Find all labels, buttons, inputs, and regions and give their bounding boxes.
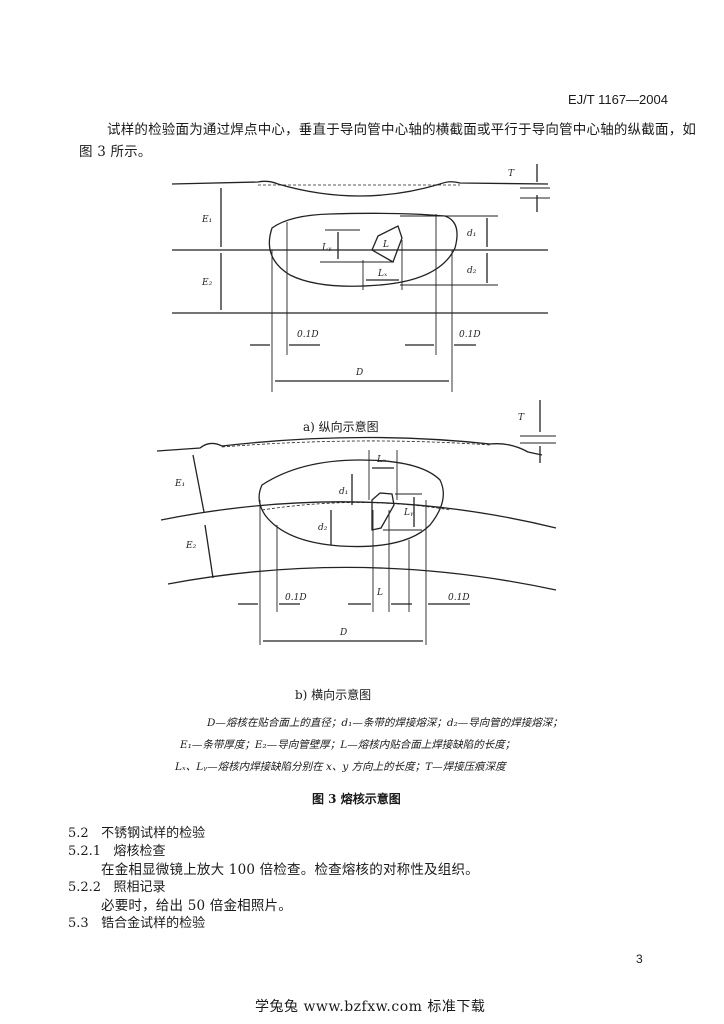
label-b-E1: E₁ [174, 479, 185, 489]
figure-title: 图 3 熔核示意图 [312, 792, 401, 806]
section-number: 5.2.1 [68, 844, 102, 859]
label-b-d1: d₁ [339, 487, 348, 497]
section-5-2-2: 5.2.2 照相记录 [68, 876, 166, 895]
page-number: 3 [636, 952, 643, 966]
standard-number: EJ/T 1167—2004 [568, 92, 668, 107]
label-b-D: D [339, 628, 347, 638]
label-a-Lx: Lₓ [377, 269, 388, 279]
label-a-T: T [508, 169, 515, 179]
label-b-d2: d₂ [318, 523, 328, 533]
label-b-L: L [376, 588, 383, 598]
section-5-2: 5.2 不锈钢试样的检验 [68, 822, 205, 841]
section-5-3: 5.3 锆合金试样的检验 [68, 912, 205, 931]
paragraph-5-2-2: 必要时，给出 50 倍金相照片。 [101, 898, 292, 914]
legend-line-3: Lₓ、Lᵧ—熔核内焊接缺陷分别在 x、y 方向上的长度；T—焊接压痕深度 [175, 761, 506, 773]
label-b-0.1D-right: 0.1D [448, 593, 470, 603]
watermark-footer: 学兔兔 www.bzfxw.com 标准下载 [255, 999, 486, 1015]
label-a-0.1D-right: 0.1D [459, 330, 481, 340]
label-b-Lx: Lₓ [376, 455, 387, 465]
section-number: 5.2 [68, 826, 89, 841]
legend-line-1: D—熔核在贴合面上的直径；d₁—条带的焊接熔深；d₂—导向管的焊接熔深； [207, 717, 563, 729]
section-number: 5.3 [68, 916, 89, 931]
label-a-D: D [355, 368, 363, 378]
label-a-Ly: Lᵧ [321, 243, 332, 253]
section-title: 锆合金试样的检验 [101, 916, 206, 931]
label-a-0.1D-left: 0.1D [297, 330, 319, 340]
intro-line-2: 图 3 所示。 [79, 144, 152, 160]
label-a-d1: d₁ [467, 229, 476, 239]
label-a-d2: d₂ [467, 266, 477, 276]
label-a-E1: E₁ [201, 215, 212, 225]
label-b-T: T [518, 413, 525, 423]
section-title: 照相记录 [113, 880, 166, 895]
section-title: 熔核检查 [113, 844, 166, 859]
figure-a-longitudinal-diagram: T E₁ E₂ d₁ d₂ Lᵧ L Lₓ 0.1D 0.1D D [171, 164, 550, 392]
intro-line-1: 试样的检验面为通过焊点中心，垂直于导向管中心轴的横截面或平行于导向管中心轴的纵截… [107, 122, 697, 138]
section-5-2-1: 5.2.1 熔核检查 [68, 840, 166, 859]
figure-b-transverse-diagram: T E₁ E₂ d₁ d₂ Lₓ Lᵧ L 0.1D 0.1D D [156, 400, 557, 645]
label-a-E2: E₂ [201, 278, 213, 288]
label-b-E2: E₂ [185, 541, 197, 551]
section-title: 不锈钢试样的检验 [101, 826, 206, 841]
paragraph-5-2-1: 在金相显微镜上放大 100 倍检查。检查熔核的对称性及组织。 [101, 862, 479, 878]
label-b-Ly: Lᵧ [403, 508, 414, 518]
legend-line-2: E₁—条带厚度；E₂—导向管壁厚；L—熔核内贴合面上焊接缺陷的长度； [180, 739, 516, 751]
label-a-L: L [382, 240, 389, 250]
section-number: 5.2.2 [68, 880, 102, 895]
figure-b-caption: b) 横向示意图 [295, 688, 372, 702]
figure-a-caption: a) 纵向示意图 [303, 420, 379, 434]
label-b-0.1D-left: 0.1D [285, 593, 307, 603]
